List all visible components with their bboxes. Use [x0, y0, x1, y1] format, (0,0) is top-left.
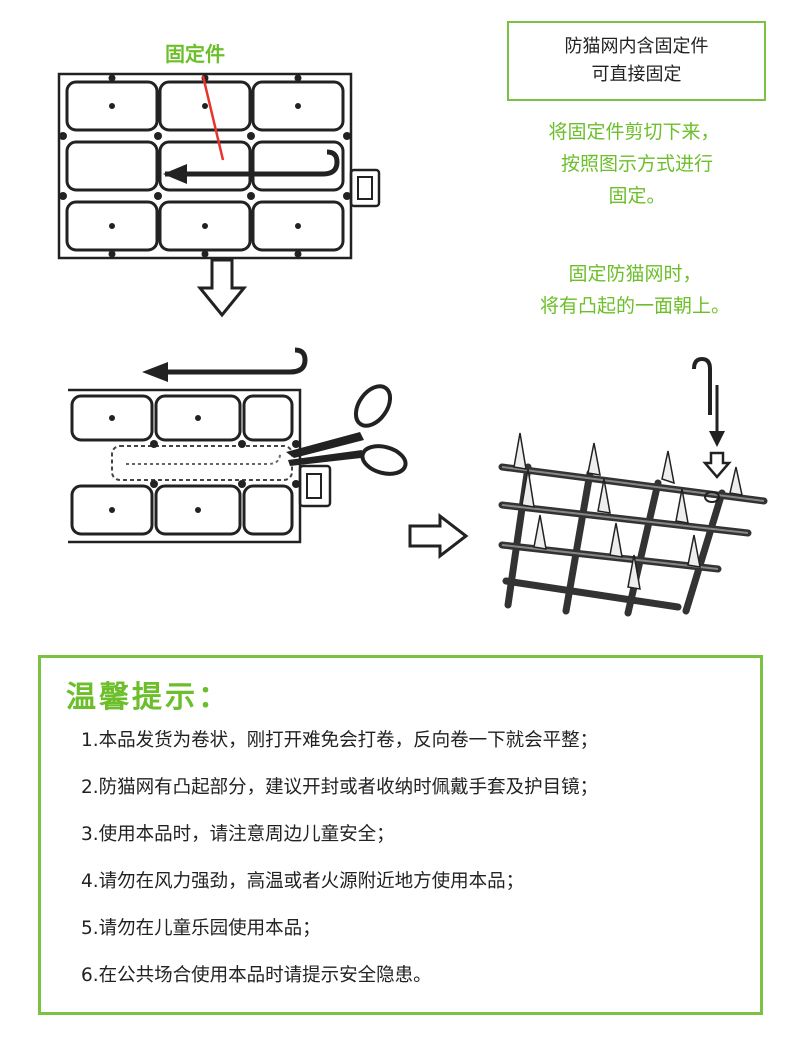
tip-item-2: 2.防猫网有凸起部分，建议开封或者收纳时佩戴手套及护目镜；: [81, 777, 599, 798]
tip-item-6: 6.在公共场合使用本品时请提示安全隐患。: [81, 965, 432, 986]
hook-arrow-icon: [142, 347, 308, 382]
cut-line-2: 按照图示方式进行: [560, 153, 713, 175]
tips-list: 1.本品发货为卷状，刚打开难免会打卷，反向卷一下就会平整； 2.防猫网有凸起部分…: [81, 726, 598, 1008]
cut-instructions: 将固定件剪切下来， 按照图示方式进行 固定。: [506, 116, 768, 212]
tips-box: 温馨提示： 1.本品发货为卷状，刚打开难免会打卷，反向卷一下就会平整； 2.防猫…: [38, 655, 763, 1015]
red-marker-line: [201, 75, 225, 161]
tips-title: 温馨提示：: [66, 680, 231, 715]
cut-line-3: 固定。: [608, 185, 666, 207]
scissors-icon: [353, 384, 408, 476]
info-box: 防猫网内含固定件 可直接固定: [507, 21, 766, 101]
tip-item-1: 1.本品发货为卷状，刚打开难免会打卷，反向卷一下就会平整；: [81, 730, 599, 751]
side-up-line-1: 固定防猫网时，: [568, 263, 702, 285]
fixing-part-label: 固定件: [165, 42, 225, 66]
info-box-line2: 可直接固定: [591, 64, 682, 85]
down-arrow-icon: [196, 258, 248, 318]
tip-item-5: 5.请勿在儿童乐园使用本品；: [81, 918, 321, 939]
side-up-instructions: 固定防猫网时， 将有凸起的一面朝上。: [490, 258, 780, 322]
right-arrow-icon: [408, 512, 469, 560]
spiked-mesh-illustration: [498, 356, 768, 617]
tip-item-3: 3.使用本品时，请注意周边儿童安全；: [81, 824, 395, 845]
side-up-line-2: 将有凸起的一面朝上。: [539, 295, 730, 317]
mesh-illustration-cut: [68, 384, 408, 544]
mesh-illustration-top: [57, 72, 381, 260]
tip-item-4: 4.请勿在风力强劲，高温或者火源附近地方使用本品；: [81, 871, 525, 892]
info-box-line1: 防猫网内含固定件: [564, 36, 709, 57]
cut-line-1: 将固定件剪切下来，: [548, 121, 720, 143]
